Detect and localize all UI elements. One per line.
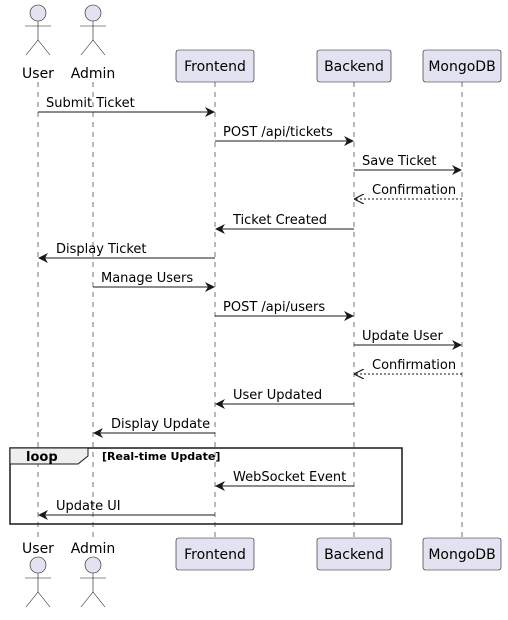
message-ticket-created: Ticket Created (215, 213, 354, 234)
message-update-user: Update User (354, 329, 462, 350)
participant-label-admin: Admin (71, 66, 116, 82)
actor-head-icon (29, 556, 47, 574)
participant-box-mongodb: MongoDB (422, 537, 502, 571)
message-label: Display Update (111, 417, 210, 432)
actor-user: User (22, 541, 54, 608)
actor-head-icon (84, 4, 102, 22)
actor-body-icon (80, 573, 106, 608)
actor-body-icon (25, 21, 51, 56)
participant-label-frontend: Frontend (184, 547, 246, 563)
message-display-ticket: Display Ticket (38, 242, 215, 263)
message-label: WebSocket Event (233, 470, 346, 485)
actor-admin: Admin (71, 4, 116, 82)
actor-admin: Admin (71, 541, 116, 608)
participant-box-backend: Backend (316, 537, 392, 571)
message-label: Manage Users (101, 271, 193, 286)
message-label: POST /api/tickets (223, 125, 333, 140)
message-update-ui: Update UI (38, 499, 215, 520)
participant-box-backend: Backend (316, 49, 392, 83)
participant-label-frontend: Frontend (184, 59, 246, 75)
message-manage-users: Manage Users (93, 271, 215, 292)
message-display-update: Display Update (93, 417, 215, 438)
message-websocket-event: WebSocket Event (215, 470, 354, 491)
participant-label-admin: Admin (71, 541, 116, 557)
actor-head-icon (29, 4, 47, 22)
loop-frame (9, 447, 403, 525)
participant-label-user: User (22, 66, 54, 82)
message-label: Ticket Created (232, 213, 327, 228)
message-confirmation: Confirmation (355, 183, 462, 199)
loop-condition: [Real-time Update] (102, 450, 220, 463)
participant-label-mongodb: MongoDB (428, 59, 495, 75)
message-label: Display Ticket (56, 242, 147, 257)
message-submit-ticket: Submit Ticket (38, 96, 215, 117)
message-post-api-tickets: POST /api/tickets (215, 125, 354, 146)
loop-tab (9, 447, 89, 465)
message-user-updated: User Updated (215, 388, 354, 409)
message-label: Save Ticket (362, 154, 437, 169)
message-confirmation: Confirmation (355, 358, 462, 374)
actor-head-icon (84, 556, 102, 574)
message-save-ticket: Save Ticket (354, 154, 462, 175)
message-label: Confirmation (372, 358, 456, 373)
participant-box-mongodb: MongoDB (422, 49, 502, 83)
message-label: Update User (362, 329, 443, 344)
message-label: POST /api/users (223, 300, 325, 315)
actor-user: User (22, 4, 54, 82)
participant-label-mongodb: MongoDB (428, 547, 495, 563)
participant-label-backend: Backend (324, 547, 384, 563)
message-label: Submit Ticket (46, 96, 135, 111)
actor-body-icon (25, 573, 51, 608)
participant-label-user: User (22, 541, 54, 557)
participant-box-frontend: Frontend (175, 537, 255, 571)
participant-label-backend: Backend (324, 59, 384, 75)
message-label: User Updated (233, 388, 322, 403)
message-label: Update UI (56, 499, 121, 514)
participant-box-frontend: Frontend (175, 49, 255, 83)
actor-body-icon (80, 21, 106, 56)
message-label: Confirmation (372, 183, 456, 198)
message-post-api-users: POST /api/users (215, 300, 354, 321)
loop-keyword: loop (26, 450, 58, 465)
